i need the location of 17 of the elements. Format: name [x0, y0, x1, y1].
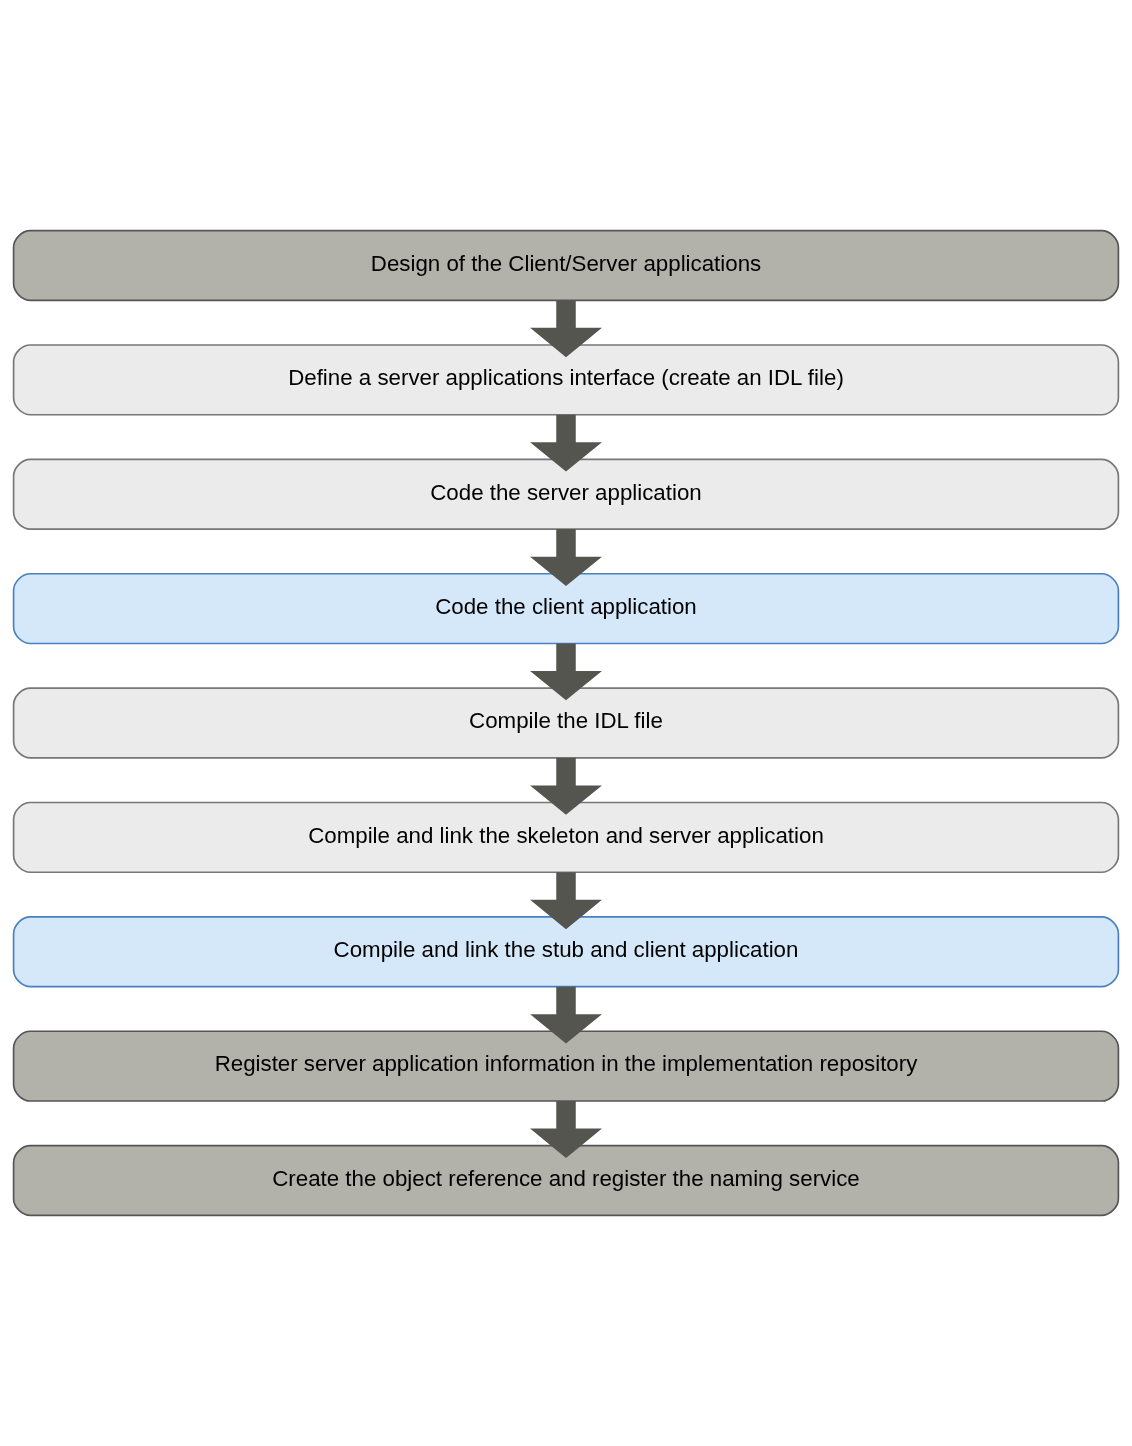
- node-box: Register server application information in the implementation repository: [12, 1030, 1120, 1102]
- arrow: [530, 643, 602, 701]
- arrow: [530, 757, 602, 815]
- node-box: Design of the Client/Server applications: [12, 229, 1120, 302]
- arrow: [530, 300, 602, 358]
- arrow: [530, 414, 602, 472]
- node-box: Code the server application: [12, 458, 1120, 530]
- arrow: [530, 1101, 602, 1158]
- node-box: Define a server applications interface (create an IDL file): [12, 344, 1120, 416]
- arrow: [530, 986, 602, 1044]
- node-box: Code the client application: [12, 572, 1120, 645]
- node-box: Create the object reference and register the naming service: [12, 1144, 1120, 1217]
- arrow: [530, 872, 602, 930]
- node-box: Compile and link the stub and client application: [12, 916, 1120, 988]
- node-box: Compile and link the skeleton and server application: [12, 801, 1120, 874]
- node-box: Compile the IDL file: [12, 687, 1120, 759]
- arrow: [530, 529, 602, 586]
